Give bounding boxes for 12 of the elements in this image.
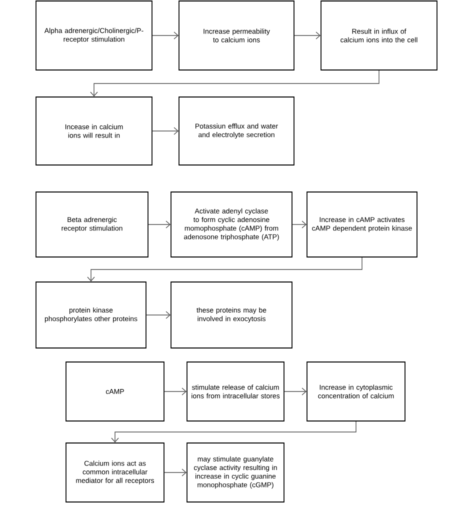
arrow <box>152 32 179 40</box>
arrow <box>292 220 307 228</box>
arrow <box>87 257 362 282</box>
arrow <box>111 421 356 443</box>
arrow <box>284 388 307 396</box>
arrow <box>146 311 171 319</box>
arrow <box>164 388 187 396</box>
arrow <box>148 220 171 228</box>
arrow <box>294 32 321 40</box>
arrow <box>164 468 187 476</box>
arrow <box>90 70 380 97</box>
arrow <box>152 127 179 135</box>
